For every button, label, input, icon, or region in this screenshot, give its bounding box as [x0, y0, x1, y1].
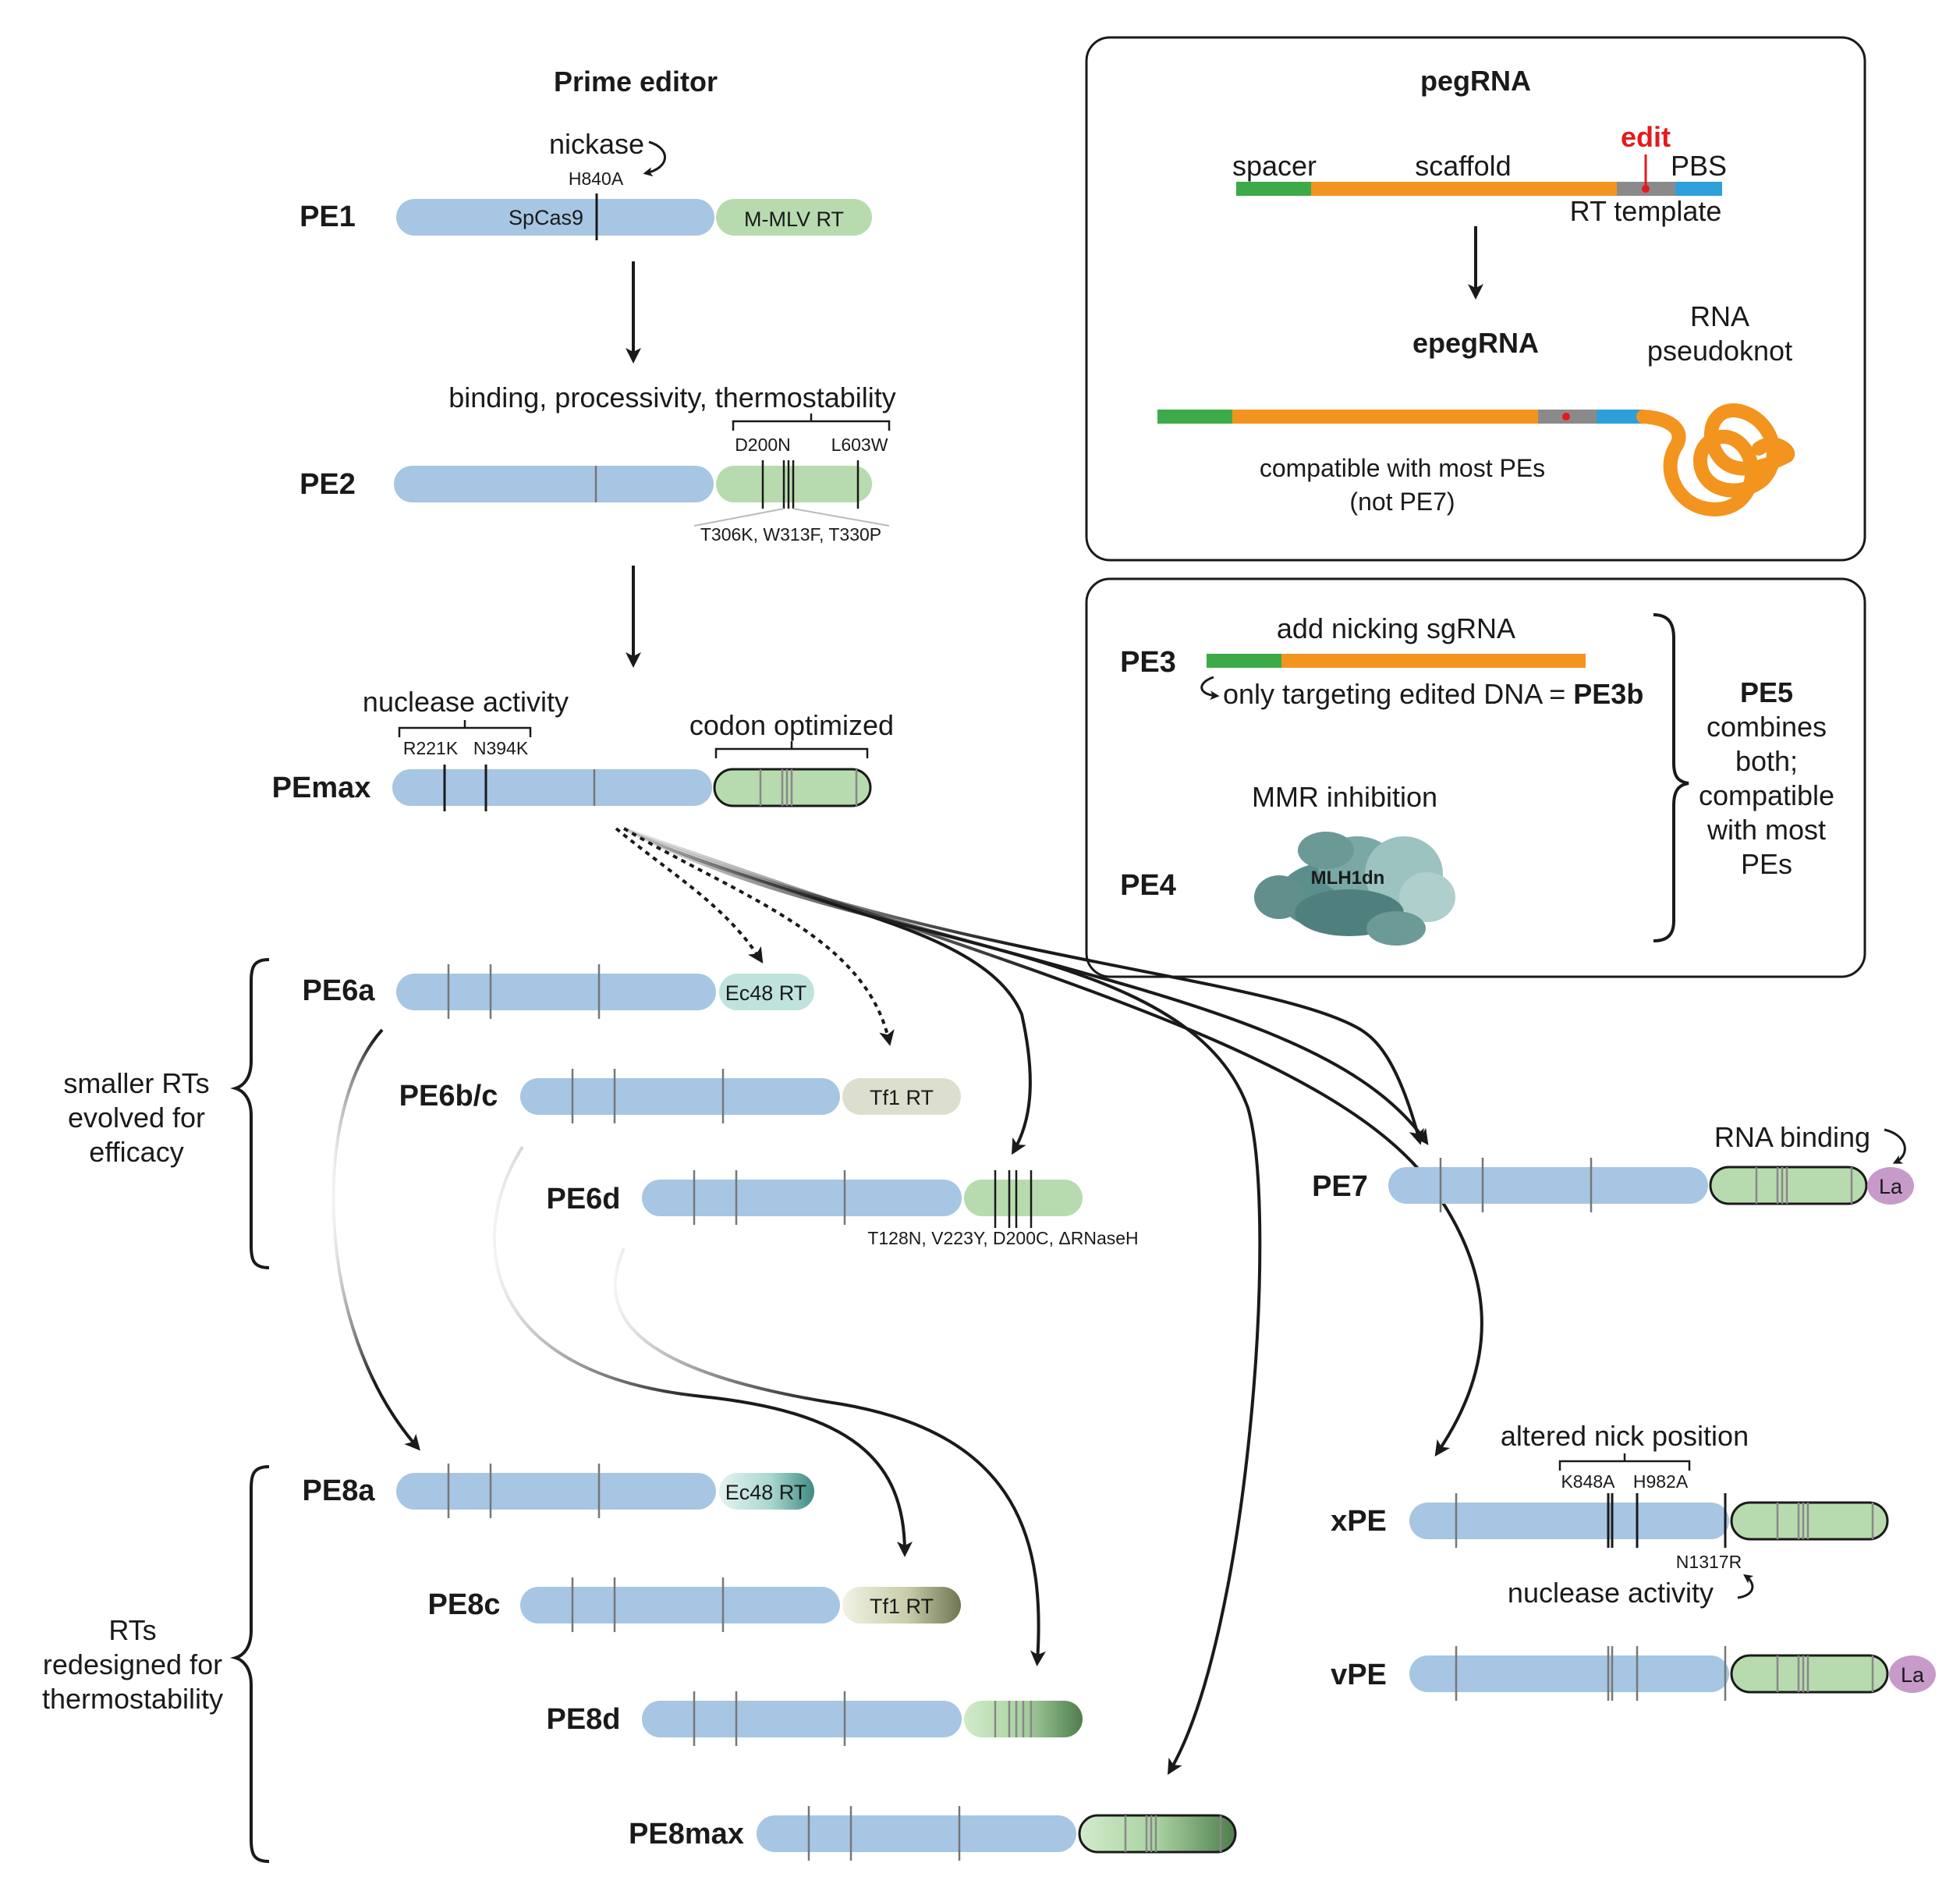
spacer-label: spacer [1232, 150, 1317, 182]
pe5-desc-line3: compatible [1699, 779, 1834, 811]
pe7-label: PE7 [1312, 1170, 1368, 1203]
pe5-desc-line1: combines [1707, 711, 1827, 743]
pe2-row: binding, processivity, thermostability D… [299, 381, 896, 545]
xpe-nuclease-label: nuclease activity [1508, 1577, 1714, 1609]
pemax-label: PEmax [272, 772, 371, 804]
mlh1dn-label: MLH1dn [1311, 868, 1385, 889]
pe2-label: PE2 [299, 468, 356, 501]
not-pe7-label: (not PE7) [1349, 488, 1455, 516]
pegrna-box: pegRNA spacer scaffold edit PBS RT templ… [1085, 36, 1866, 562]
pe5-desc-line5: PEs [1741, 848, 1792, 880]
pe345-box: add nicking sgRNA PE3 only targeting edi… [1085, 577, 1866, 978]
pe5-desc-line2: both; [1735, 745, 1798, 777]
smaller-rts-line2: evolved for [68, 1102, 205, 1134]
pe8c-tf1-label: Tf1 RT [870, 1595, 934, 1618]
pe1-row: nickase H840A PE1 SpCas9 M-MLV RT [299, 128, 872, 240]
vpe-row: vPE La [1331, 1646, 1936, 1701]
altered-nick-label: altered nick position [1501, 1420, 1749, 1452]
mlh1dn-protein-icon [1254, 832, 1455, 946]
n394k-label: N394K [473, 738, 529, 758]
pbs-label: PBS [1671, 150, 1727, 182]
r221k-label: R221K [403, 738, 459, 758]
pe4-label: PE4 [1120, 869, 1176, 902]
rt-template-label: RT template [1570, 195, 1722, 227]
pe8-group-brace [230, 1465, 270, 1863]
pe8c-row: PE8c Tf1 RT [428, 1577, 961, 1632]
pe6bc-row: PE6b/c Tf1 RT [399, 1069, 961, 1123]
pe8a-label: PE8a [303, 1474, 376, 1507]
nuclease-activity-label: nuclease activity [363, 686, 569, 718]
mmr-label: MMR inhibition [1252, 781, 1437, 813]
pe7-la-label: La [1879, 1175, 1903, 1198]
pe1-cas9-bar [396, 199, 714, 236]
nickase-curved-arrow [643, 140, 666, 177]
pe6bc-tf1-label: Tf1 RT [870, 1086, 934, 1109]
spcas9-label: SpCas9 [509, 206, 583, 229]
h982a-label: H982A [1633, 1471, 1689, 1492]
pe6d-label: PE6d [546, 1183, 620, 1215]
pe5-label: PE5 [1740, 676, 1793, 708]
xpe-label: xPE [1331, 1505, 1387, 1538]
rna-label: RNA [1690, 300, 1749, 332]
d200n-label: D200N [735, 435, 791, 455]
pseudoknot-label: pseudoknot [1647, 335, 1792, 367]
pe2-zoom-lines [693, 508, 890, 527]
pe1-label: PE1 [299, 200, 356, 233]
only-targeting-label: only targeting edited DNA = [1223, 678, 1573, 710]
svg-text:only targeting edited DNA = PE: only targeting edited DNA = PE3b [1223, 678, 1643, 710]
pemax-fanout-arrows [615, 827, 1483, 1776]
pe8max-label: PE8max [629, 1818, 744, 1851]
nickase-label: nickase [549, 128, 644, 160]
pegrna-title: pegRNA [1420, 65, 1531, 97]
n1317r-label: N1317R [1676, 1552, 1742, 1572]
xpe-row: altered nick position K848A H982A xPE N1… [1331, 1420, 1889, 1609]
pe3-label: PE3 [1120, 646, 1176, 679]
prime-editor-title: Prime editor [554, 66, 718, 98]
rts-redesigned-line3: thermostability [42, 1683, 223, 1715]
pe1-rt-bar [716, 199, 872, 236]
pe6bc-label: PE6b/c [399, 1080, 498, 1112]
binding-label: binding, processivity, thermostability [448, 381, 896, 413]
vpe-label: vPE [1331, 1659, 1387, 1691]
pseudoknot-icon [1636, 403, 1795, 516]
rna-binding-label: RNA binding [1714, 1121, 1870, 1153]
pe2-rt-mutations: T306K, W313F, T330P [700, 524, 881, 545]
h840a-label: H840A [569, 169, 624, 189]
pe6d-row: PE6d T128N, V223Y, D200C, ΔRNaseH [546, 1170, 1139, 1248]
pe2-brace [732, 413, 891, 431]
scaffold-label: scaffold [1415, 150, 1511, 182]
pe6a-row: PE6a Ec48 RT [303, 964, 814, 1019]
pe8c-label: PE8c [428, 1588, 501, 1621]
edit-label: edit [1621, 121, 1671, 153]
pe7-row: PE7 RNA binding La [1312, 1121, 1914, 1212]
compatible-label: compatible with most PEs [1260, 454, 1545, 482]
l603w-label: L603W [831, 435, 888, 455]
rts-redesigned-line1: RTs [108, 1614, 156, 1646]
codon-optimized-label: codon optimized [689, 709, 894, 741]
pe8d-row: PE8d [546, 1691, 1083, 1746]
mmlv-rt-label: M-MLV RT [744, 208, 844, 231]
pe2-cas9-bar [394, 466, 714, 502]
pe8d-label: PE8d [546, 1703, 620, 1736]
smaller-rts-line3: efficacy [89, 1136, 183, 1168]
pe6-to-pe8-arrows [331, 1028, 1046, 1666]
pe5-desc-line4: with most [1707, 814, 1826, 846]
rts-redesigned-line2: redesigned for [43, 1648, 222, 1680]
pe8a-row: PE8a Ec48 RT [303, 1464, 814, 1518]
pe3b-label: PE3b [1573, 678, 1643, 710]
pe6-group-brace [230, 958, 270, 1269]
add-nicking-label: add nicking sgRNA [1277, 612, 1515, 644]
vpe-la-label: La [1901, 1663, 1925, 1687]
pe6d-mutations: T128N, V223Y, D200C, ΔRNaseH [867, 1228, 1138, 1248]
k848a-label: K848A [1561, 1471, 1615, 1492]
pe6a-ec48-label: Ec48 RT [725, 981, 807, 1005]
epegrna-title: epegRNA [1412, 327, 1539, 359]
pe6a-label: PE6a [303, 974, 376, 1007]
pemax-row: nuclease activity R221K N394K codon opti… [272, 686, 894, 811]
pe8max-row: PE8max [629, 1806, 1237, 1861]
pe8a-ec48-label: Ec48 RT [725, 1481, 807, 1504]
smaller-rts-line1: smaller RTs [63, 1067, 209, 1099]
pe345-brace [1653, 613, 1689, 942]
